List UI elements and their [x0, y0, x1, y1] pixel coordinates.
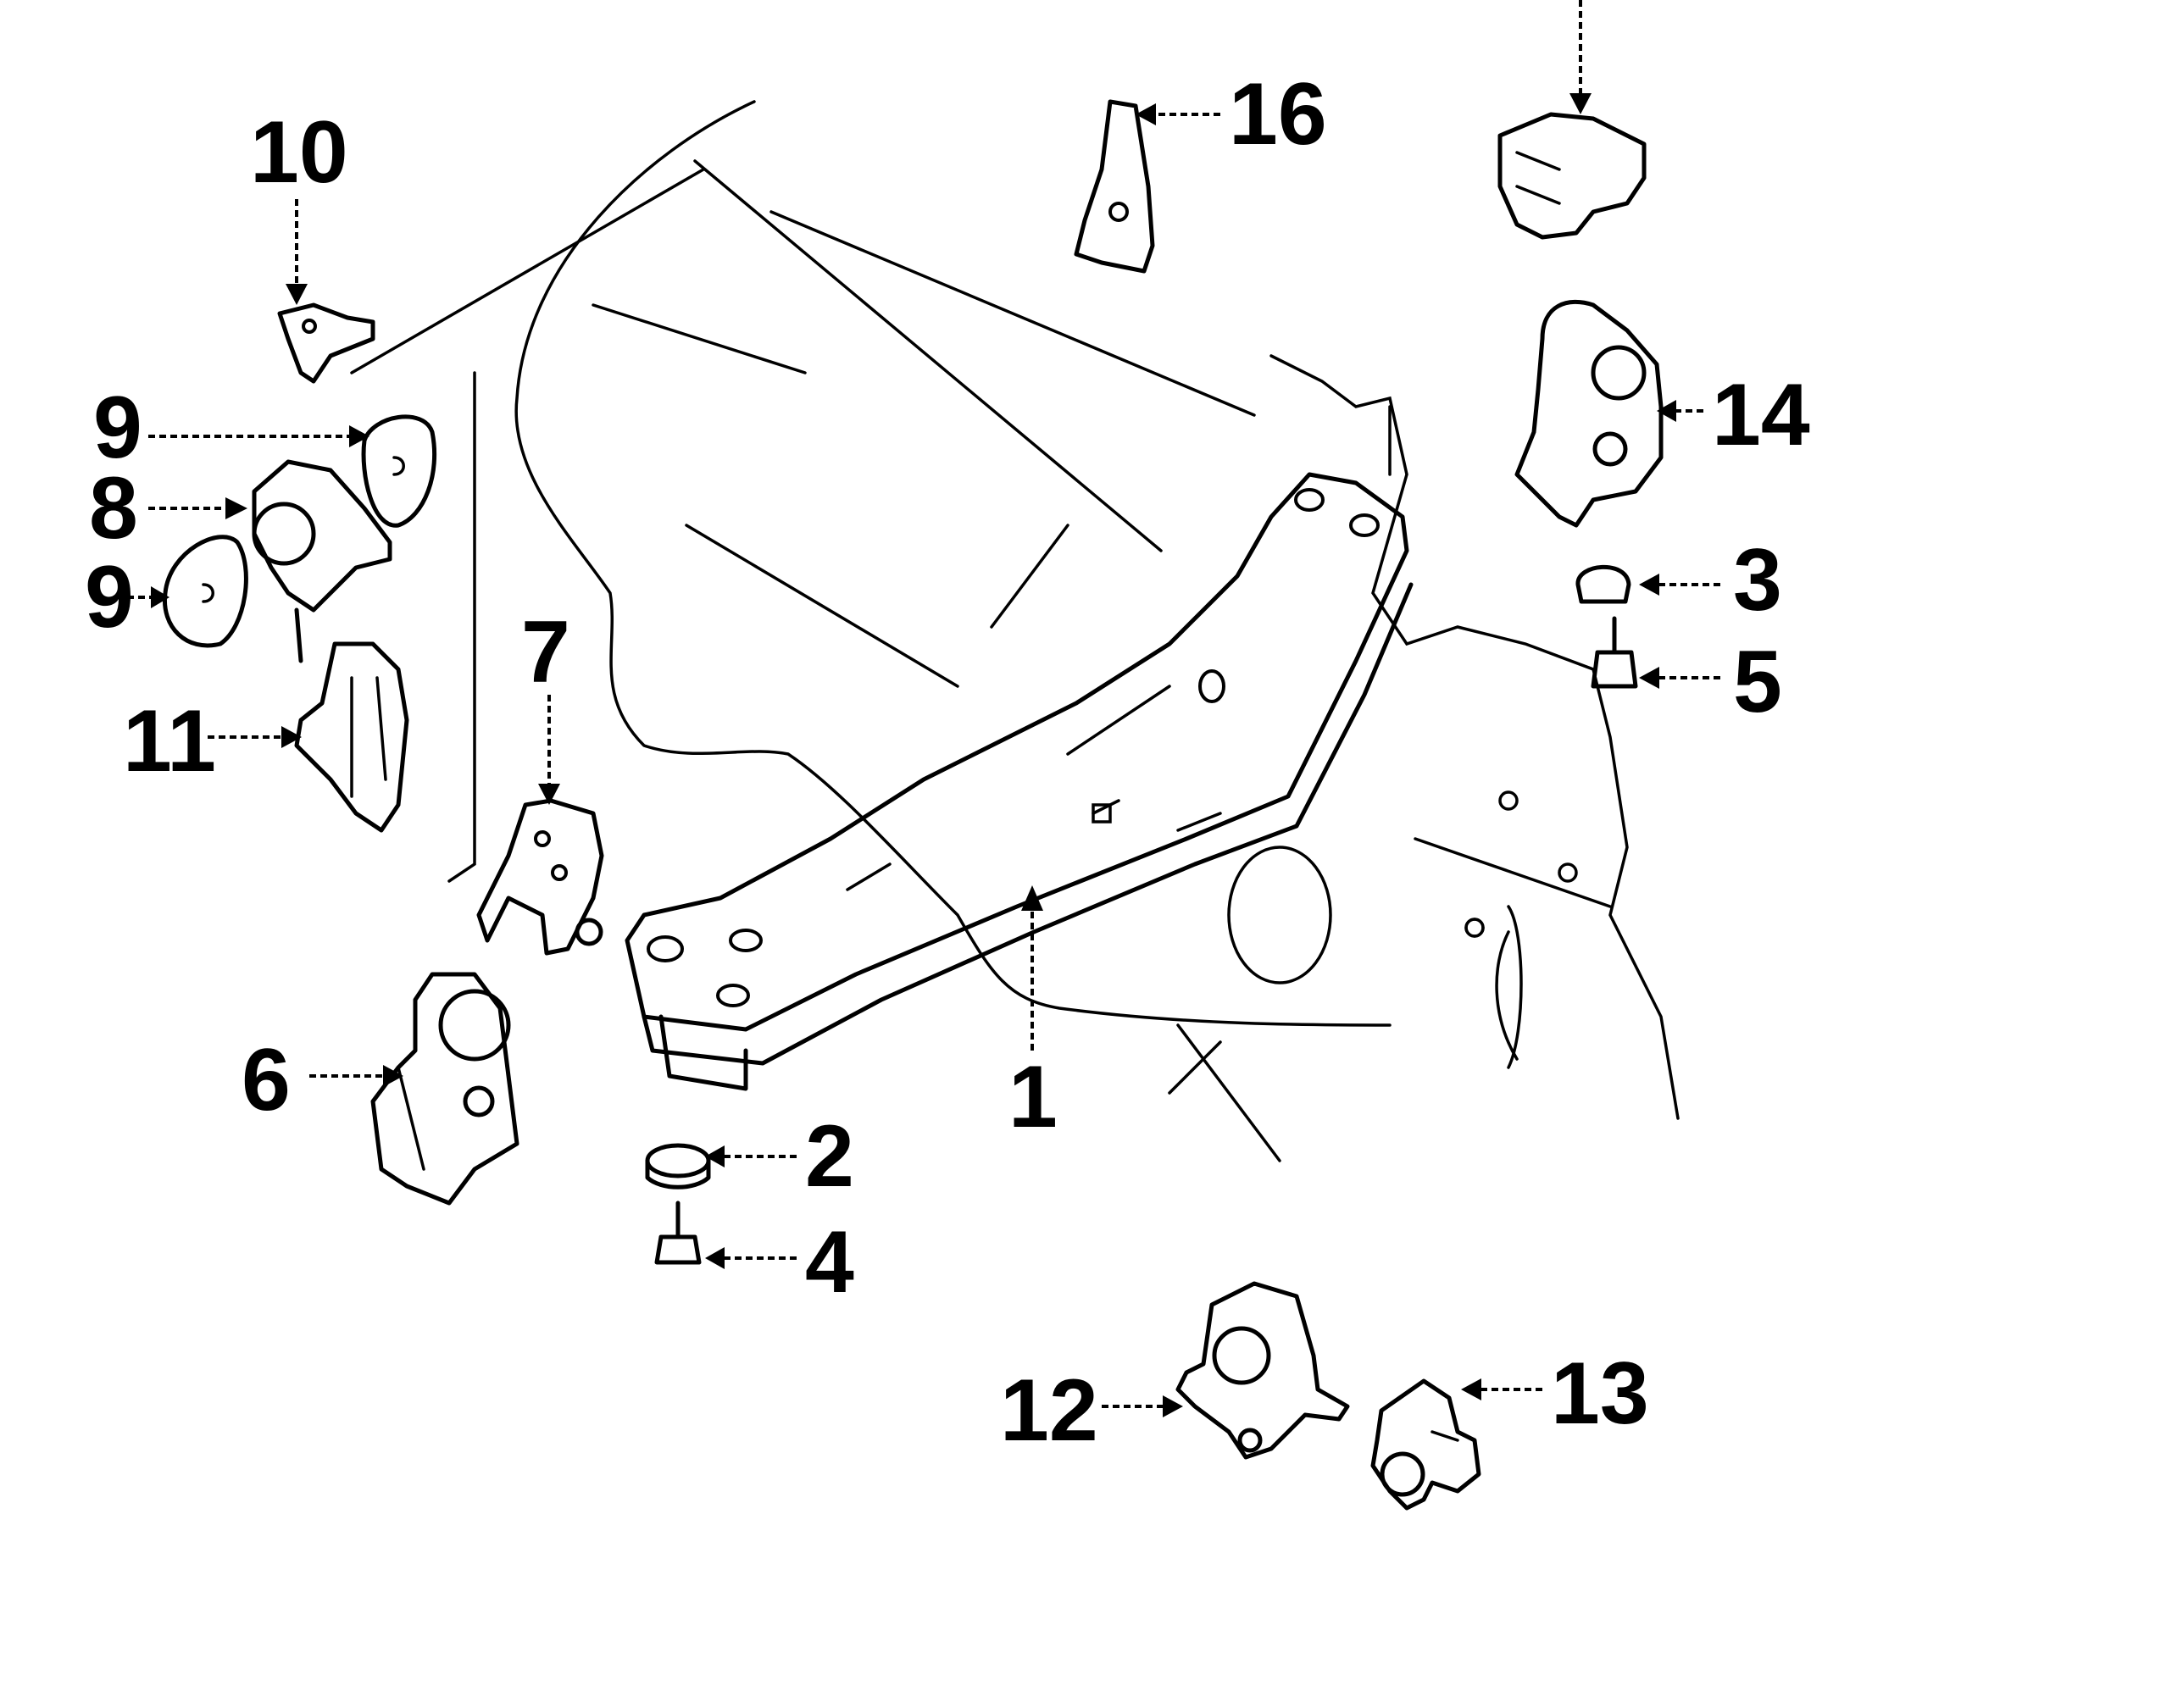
callout-9-lower: 9 — [85, 548, 134, 646]
leader-lines — [127, 0, 1720, 1417]
callout-8: 8 — [89, 459, 138, 557]
callout-14: 14 — [1712, 366, 1810, 464]
callout-9-upper: 9 — [93, 379, 142, 477]
bracket-part-7 — [476, 798, 604, 956]
callout-3: 3 — [1733, 531, 1782, 629]
bracket-part-10 — [277, 302, 375, 384]
mount-part-top-right — [1497, 112, 1647, 240]
callout-16: 16 — [1229, 65, 1327, 164]
mount-part-6 — [370, 972, 519, 1206]
bolt-part-5 — [1591, 616, 1638, 689]
callout-7: 7 — [521, 603, 570, 702]
insulator-part-3 — [1575, 564, 1631, 604]
cover-part-9-upper — [361, 414, 437, 528]
callout-13: 13 — [1551, 1345, 1649, 1443]
crossmember-part — [625, 472, 1414, 1091]
callout-2: 2 — [805, 1107, 854, 1206]
callout-5: 5 — [1733, 633, 1782, 731]
callout-11: 11 — [123, 692, 216, 790]
engine-outline — [350, 100, 1680, 1162]
callout-6: 6 — [242, 1031, 291, 1129]
insulator-part-2 — [645, 1143, 711, 1190]
mount-part-12 — [1175, 1281, 1350, 1460]
callout-10: 10 — [250, 103, 348, 202]
mount-part-13 — [1370, 1378, 1481, 1511]
bracket-part-11 — [294, 641, 409, 833]
callout-12: 12 — [1000, 1361, 1098, 1460]
callout-4: 4 — [805, 1213, 854, 1312]
callout-1: 1 — [1008, 1048, 1058, 1146]
cover-part-9-lower — [162, 535, 248, 648]
bracket-part-16 — [1074, 99, 1155, 274]
mount-part-8 — [252, 459, 392, 663]
bolt-part-4 — [654, 1201, 702, 1265]
mount-part-14 — [1514, 299, 1664, 528]
callout-labels: 1 2 3 4 5 6 7 8 9 9 10 11 12 13 14 16 — [85, 65, 1810, 1460]
